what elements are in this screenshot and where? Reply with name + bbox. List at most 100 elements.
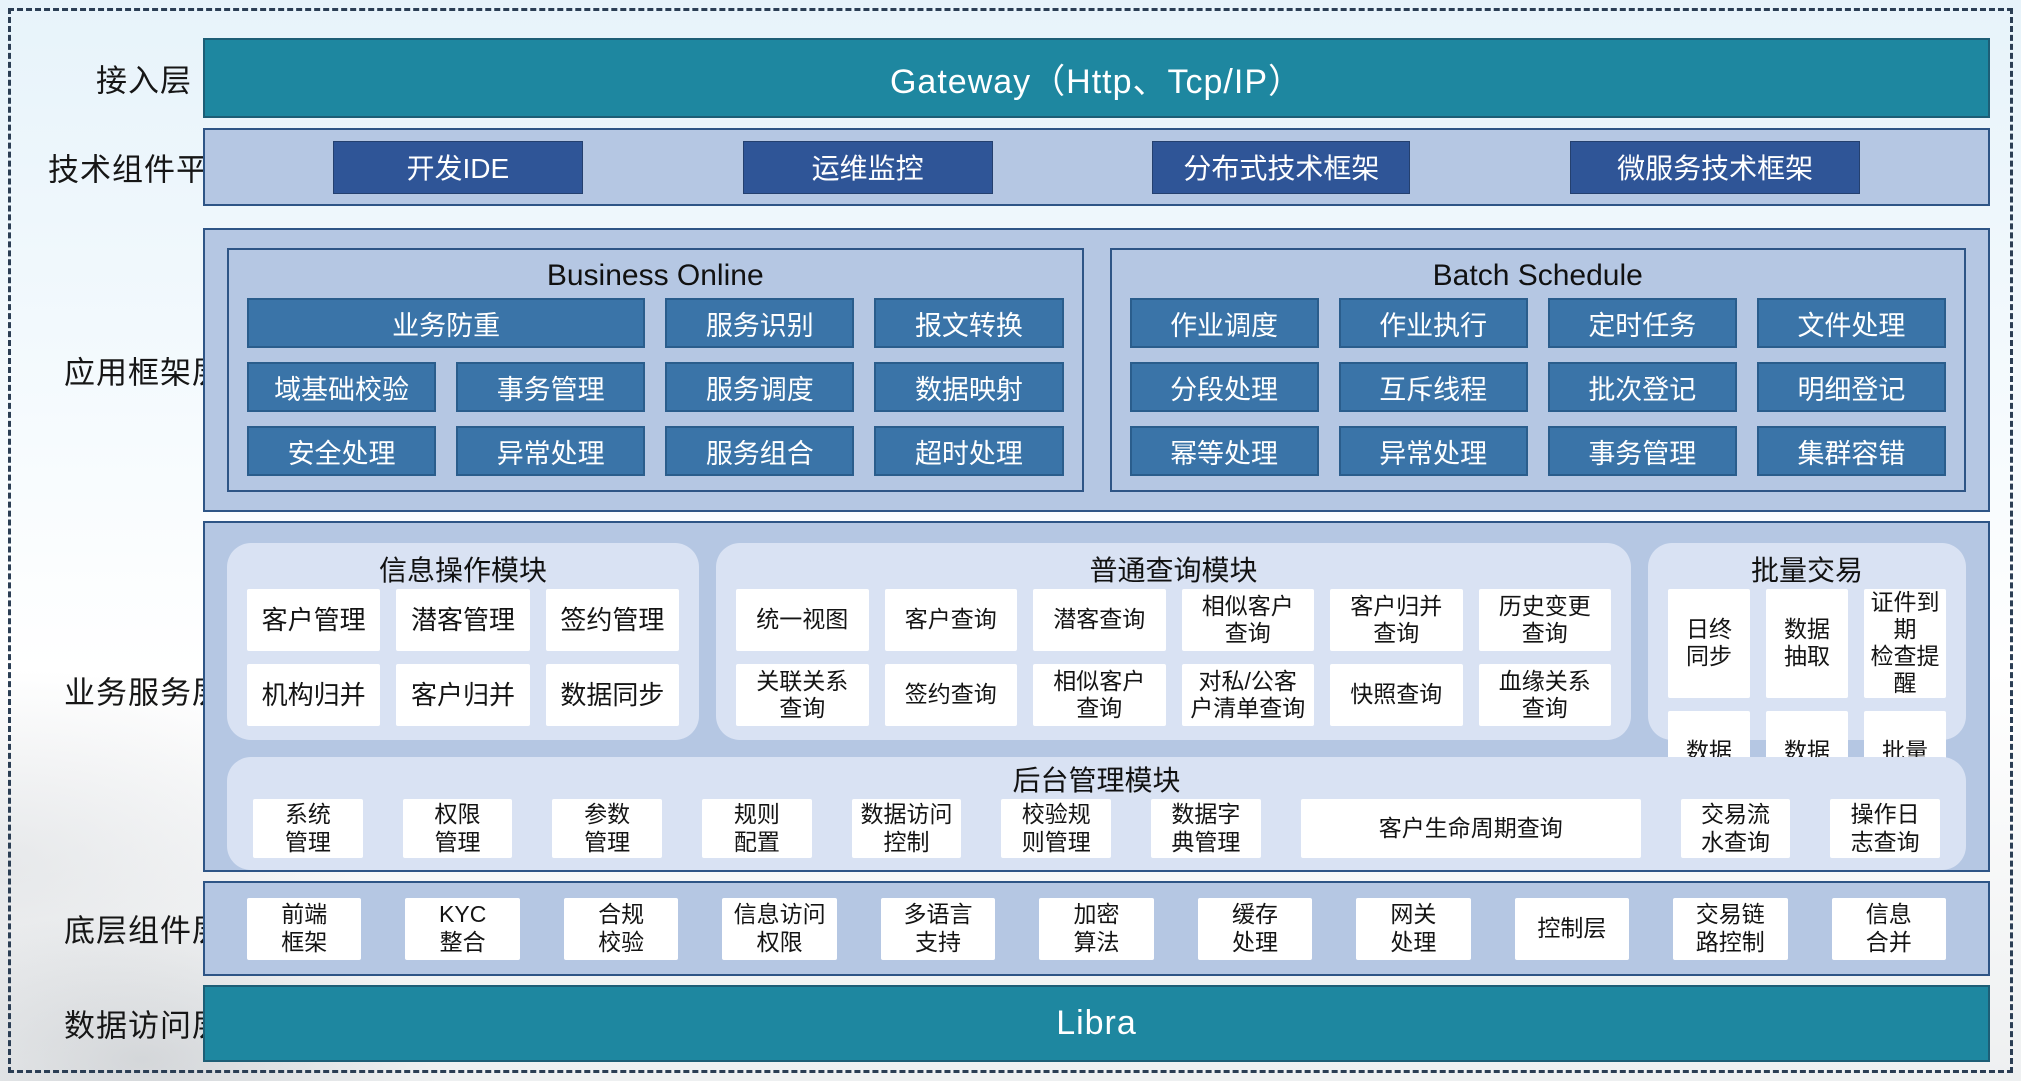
service-box: 证件到期 检查提醒 (1864, 589, 1946, 698)
batch-schedule-grid: 作业调度作业执行定时任务文件处理分段处理互斥线程批次登记明细登记幂等处理异常处理… (1129, 298, 1946, 476)
service-box: 统一视图 (736, 589, 869, 651)
service-box: 相似客户 查询 (1033, 664, 1166, 726)
batch-schedule-panel: Batch Schedule 作业调度作业执行定时任务文件处理分段处理互斥线程批… (1109, 248, 1966, 492)
service-panels-row: 信息操作模块 客户管理潜客管理签约管理机构归并客户归并数据同步 普通查询模块 统… (227, 543, 1966, 819)
service-box: 关联关系 查询 (736, 664, 869, 726)
batch-trade-title: 批量交易 (1750, 555, 1863, 586)
service-box: 权限 管理 (402, 799, 513, 858)
module-box: 文件处理 (1756, 298, 1946, 348)
module-box: 域基础校验 (247, 362, 437, 412)
business-online-panel: Business Online 业务防重服务识别报文转换域基础校验事务管理服务调… (227, 248, 1084, 492)
module-box: 互斥线程 (1338, 362, 1528, 412)
service-box: 潜客管理 (396, 589, 530, 651)
admin-panel: 后台管理模块 系统 管理权限 管理参数 管理规则 配置数据访问 控制校验规 则管… (227, 757, 1966, 870)
module-box: 安全处理 (247, 426, 437, 476)
component-box: 信息访问 权限 (722, 897, 837, 960)
service-box: 数据字 典管理 (1151, 799, 1261, 858)
layer-label-data-access: 数据访问层 (64, 1008, 224, 1044)
service-box: 相似客户 查询 (1181, 589, 1314, 651)
base-components-layer: 前端 框架 KYC 整合合规 校验信息访问 权限多语言 支持加密 算法缓存 处理网… (203, 881, 1990, 976)
common-query-grid: 统一视图客户查询潜客查询相似客户 查询客户归并 查询历史变更 查询关联关系 查询… (736, 589, 1611, 726)
layer-label-base-comp: 底层组件层 (64, 913, 224, 949)
tech-component-box: 运维监控 (742, 140, 993, 194)
service-box: 参数 管理 (552, 799, 663, 858)
service-box: 规则 配置 (702, 799, 812, 858)
admin-grid: 系统 管理权限 管理参数 管理规则 配置数据访问 控制校验规 则管理数据字 典管… (253, 799, 1941, 858)
service-box: 签约管理 (545, 589, 679, 651)
module-box: 幂等处理 (1129, 426, 1319, 476)
data-access-bar: Libra (203, 985, 1990, 1062)
module-box: 定时任务 (1547, 298, 1737, 348)
module-box: 作业执行 (1338, 298, 1528, 348)
service-box: 操作日 志查询 (1830, 799, 1941, 858)
libra-label: Libra (1056, 1004, 1137, 1042)
service-box: 快照查询 (1330, 664, 1463, 726)
service-box: 数据访问 控制 (851, 799, 962, 858)
gateway-bar: Gateway（Http、Tcp/IP） (203, 38, 1990, 118)
module-box: 服务组合 (665, 426, 855, 476)
module-box: 异常处理 (456, 426, 646, 476)
service-box: 校验规 则管理 (1001, 799, 1112, 858)
module-box: 业务防重 (247, 298, 646, 348)
service-box: 日终 同步 (1668, 589, 1750, 698)
service-box: 客户归并 (396, 664, 530, 726)
module-box: 事务管理 (456, 362, 646, 412)
service-box: 客户查询 (884, 589, 1017, 651)
business-online-grid: 业务防重服务识别报文转换域基础校验事务管理服务调度数据映射安全处理异常处理服务组… (247, 298, 1064, 476)
service-box: 对私/公客 户清单查询 (1181, 664, 1314, 726)
component-box: 缓存 处理 (1197, 897, 1313, 960)
module-box: 数据映射 (874, 362, 1064, 412)
module-box: 分段处理 (1129, 362, 1319, 412)
module-box: 超时处理 (874, 426, 1064, 476)
batch-schedule-title: Batch Schedule (1432, 259, 1643, 292)
gateway-label: Gateway（Http、Tcp/IP） (889, 62, 1303, 101)
service-box: 客户生命周期查询 (1300, 799, 1641, 858)
component-box: 加密 算法 (1039, 897, 1154, 960)
service-box: 系统 管理 (253, 799, 363, 858)
tech-component-box: 分布式技术框架 (1152, 140, 1411, 194)
layer-label-app-framework: 应用框架层 (64, 355, 224, 391)
module-box: 批次登记 (1547, 362, 1737, 412)
module-box: 服务识别 (665, 298, 855, 348)
common-query-panel: 普通查询模块 统一视图客户查询潜客查询相似客户 查询客户归并 查询历史变更 查询… (716, 543, 1631, 740)
service-box: 历史变更 查询 (1478, 589, 1611, 651)
tech-component-box: 微服务技术框架 (1570, 140, 1861, 194)
service-box: 数据 抽取 (1766, 589, 1848, 698)
module-box: 异常处理 (1338, 426, 1528, 476)
component-box: 信息 合并 (1831, 897, 1946, 960)
module-box: 报文转换 (874, 298, 1064, 348)
component-box: 前端 框架 (247, 897, 362, 960)
component-box: KYC 整合 (405, 897, 520, 960)
service-box: 客户管理 (247, 589, 381, 651)
component-box: 控制层 (1514, 897, 1630, 960)
info-ops-panel: 信息操作模块 客户管理潜客管理签约管理机构归并客户归并数据同步 (227, 543, 699, 740)
component-box: 多语言 支持 (880, 897, 996, 960)
module-box: 明细登记 (1756, 362, 1946, 412)
admin-title: 后台管理模块 (1012, 765, 1181, 796)
tech-platform-row: 开发IDE 运维监控 分布式技术框架 微服务技术框架 (203, 128, 1990, 206)
module-box: 作业调度 (1129, 298, 1319, 348)
component-box: 网关 处理 (1356, 897, 1471, 960)
service-box: 血缘关系 查询 (1478, 664, 1611, 726)
business-service-layer: 信息操作模块 客户管理潜客管理签约管理机构归并客户归并数据同步 普通查询模块 统… (203, 521, 1990, 872)
layer-label-access: 接入层 (96, 63, 192, 99)
service-box: 潜客查询 (1033, 589, 1166, 651)
service-box: 数据同步 (545, 664, 679, 726)
info-ops-grid: 客户管理潜客管理签约管理机构归并客户归并数据同步 (247, 589, 679, 726)
service-box: 机构归并 (247, 664, 381, 726)
service-box: 客户归并 查询 (1330, 589, 1463, 651)
tech-component-box: 开发IDE (332, 140, 583, 194)
component-box: 合规 校验 (563, 897, 679, 960)
module-box: 服务调度 (665, 362, 855, 412)
module-box: 集群容错 (1756, 426, 1946, 476)
info-ops-title: 信息操作模块 (378, 555, 547, 586)
app-framework-layer: Business Online 业务防重服务识别报文转换域基础校验事务管理服务调… (203, 228, 1990, 512)
service-box: 签约查询 (884, 664, 1017, 726)
service-box: 交易流 水查询 (1680, 799, 1791, 858)
component-box: 交易链 路控制 (1673, 897, 1788, 960)
layer-label-biz-service: 业务服务层 (64, 675, 224, 711)
business-online-title: Business Online (546, 259, 764, 292)
module-box: 事务管理 (1547, 426, 1737, 476)
common-query-title: 普通查询模块 (1089, 555, 1258, 586)
